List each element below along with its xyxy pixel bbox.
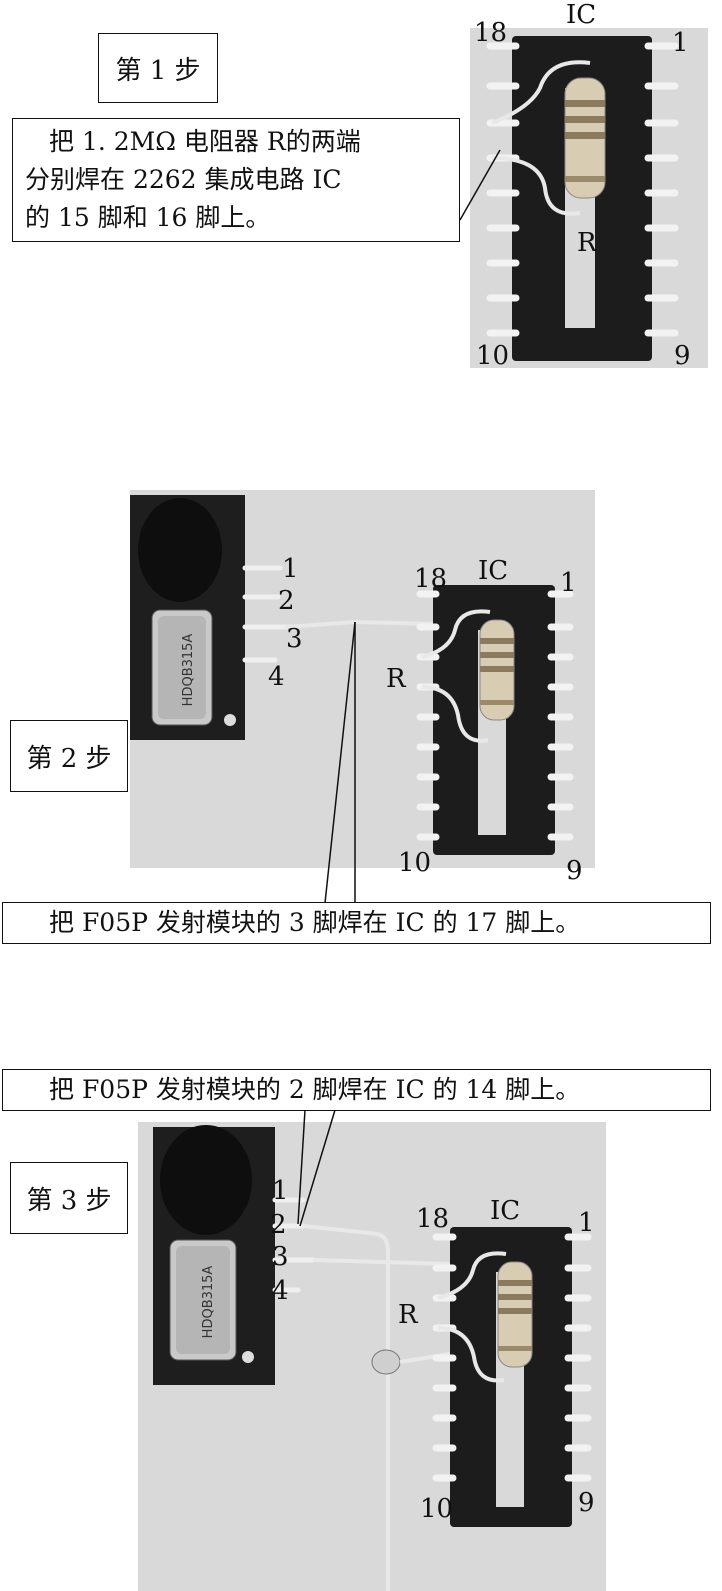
step3-caption-text: 把 F05P 发射模块的 2 脚焊在 IC 的 14 脚上。: [49, 1075, 581, 1104]
step2-module-text: HDQB315A: [181, 634, 196, 707]
step3-pin-1: 1: [578, 1208, 595, 1238]
step2-resistor-label: R: [386, 664, 406, 694]
step1-caption-line-1: 把 1. 2MΩ 电阻器 R的两端: [49, 127, 361, 156]
step1-caption-line-2: 分别焊在 2262 集成电路 IC: [25, 165, 342, 194]
step2-photo: HDQB315A: [130, 490, 595, 868]
step2-caption-text: 把 F05P 发射模块的 3 脚焊在 IC 的 17 脚上。: [49, 908, 581, 937]
step1-resistor-label: R: [577, 228, 597, 258]
step2-pin-10: 10: [398, 848, 432, 878]
step1-chip-label: IC: [566, 0, 597, 30]
step3-module-pin-4: 4: [272, 1276, 289, 1306]
step3-caption: 把 F05P 发射模块的 2 脚焊在 IC 的 14 脚上。: [2, 1069, 711, 1111]
step3-module-text: HDQB315A: [201, 1266, 216, 1339]
step2-module-pin-4: 4: [268, 662, 285, 692]
step2-chip-label: IC: [478, 556, 509, 586]
step3-pin-9: 9: [578, 1488, 595, 1518]
step2-drawing: HDQB315A: [130, 495, 574, 855]
step2-module-pin-3: 3: [286, 624, 303, 654]
step2-caption: 把 F05P 发射模块的 3 脚焊在 IC 的 17 脚上。: [2, 902, 711, 944]
step3-label: 第 3 步: [10, 1162, 128, 1234]
step3-module-pin-2: 2: [270, 1210, 287, 1240]
step3-module-pin-1: 1: [272, 1176, 289, 1206]
step2-pin-1: 1: [560, 568, 577, 598]
step1-pin-18: 18: [474, 18, 508, 48]
step1-pin-1: 1: [672, 28, 689, 58]
step2-pin-9: 9: [566, 856, 583, 886]
step1-caption: 把 1. 2MΩ 电阻器 R的两端 分别焊在 2262 集成电路 IC 的 15…: [12, 118, 460, 242]
step3-chip-label: IC: [490, 1196, 521, 1226]
step2-module-pin-2: 2: [278, 586, 295, 616]
step1-pin-9: 9: [674, 341, 691, 371]
step3-pin-18: 18: [416, 1204, 450, 1234]
step1-chip-drawing: [486, 36, 679, 361]
step2-pin-18: 18: [414, 564, 448, 594]
step1-photo: [470, 28, 708, 368]
step3-photo: HDQB315A: [138, 1122, 606, 1591]
step1-pin-10: 10: [476, 341, 510, 371]
step3-resistor-label: R: [398, 1300, 418, 1330]
step1-caption-line-3: 的 15 脚和 16 脚上。: [25, 203, 271, 232]
step2-module-pin-1: 1: [282, 554, 299, 584]
step3-module-pin-3: 3: [272, 1242, 289, 1272]
step1-label: 第 1 步: [98, 33, 218, 103]
step3-pin-10: 10: [420, 1494, 454, 1524]
step2-label: 第 2 步: [10, 720, 128, 792]
step3-drawing: HDQB315A: [153, 1125, 592, 1591]
step2-pointer-lines: [324, 621, 356, 904]
step1-pointer-line: [459, 149, 501, 221]
